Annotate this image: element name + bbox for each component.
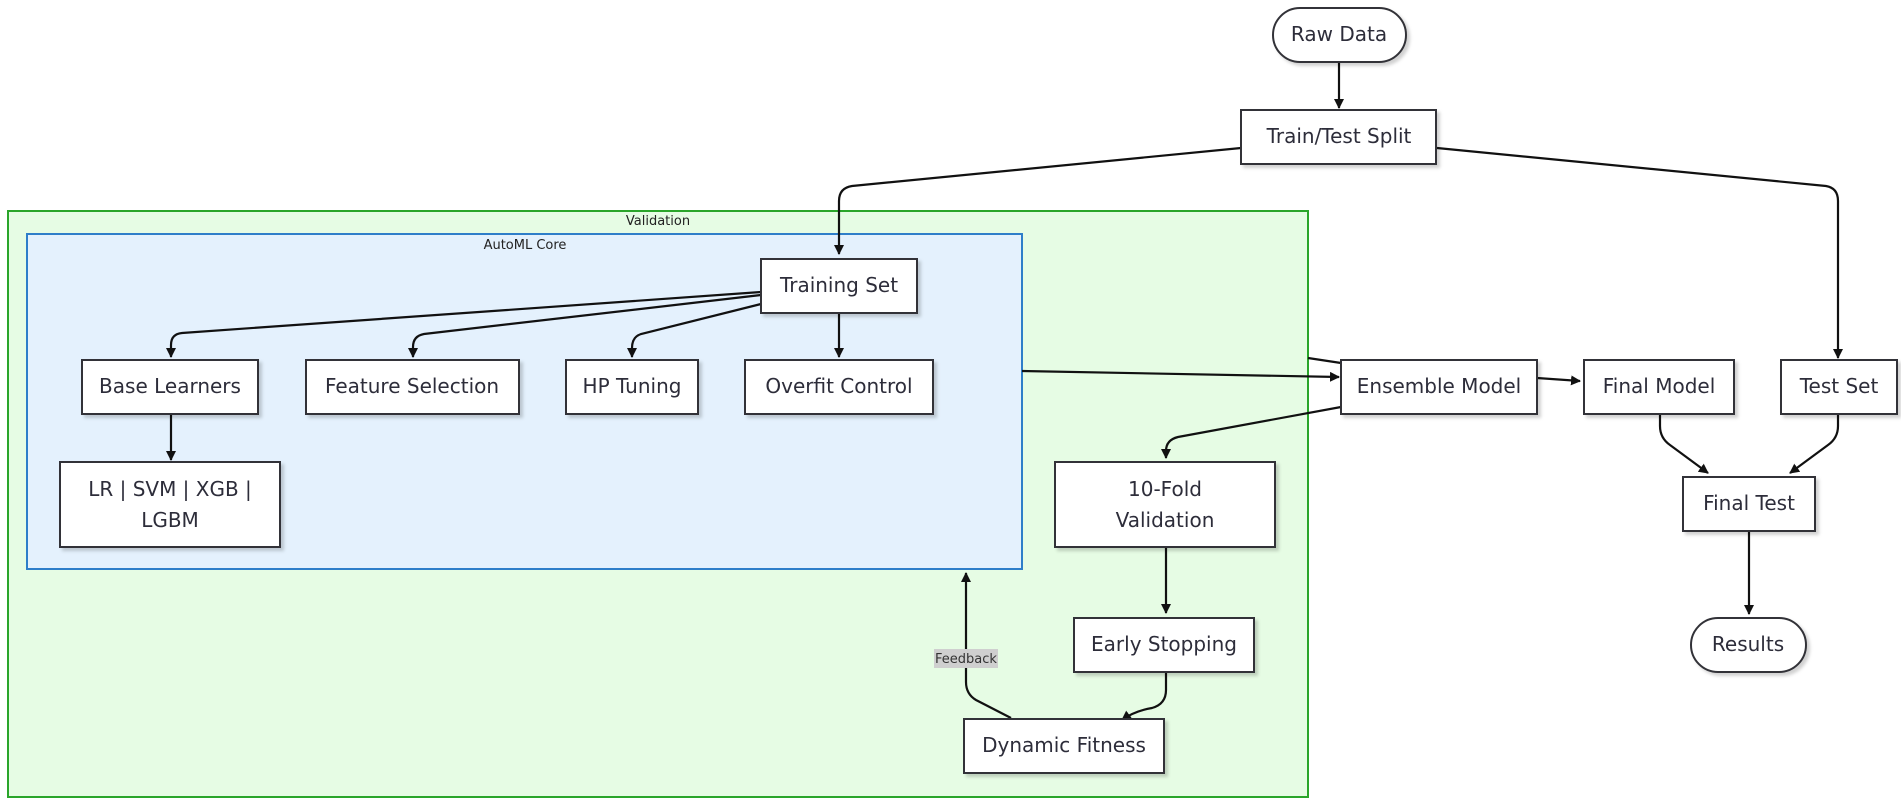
node-base-learners-label: Base Learners bbox=[99, 374, 241, 398]
edge-test-set-to-final-test bbox=[1789, 415, 1840, 474]
edge-training-to-base bbox=[166, 290, 762, 358]
node-ten-fold-label-line1: 10-Fold bbox=[1128, 477, 1202, 501]
node-final-model-label: Final Model bbox=[1603, 374, 1716, 398]
node-lr-svm-xgb-lgbm[interactable]: LR | SVM | XGB | LGBM bbox=[59, 461, 281, 548]
node-raw-data[interactable]: Raw Data bbox=[1272, 7, 1407, 63]
edge-split-to-test bbox=[1436, 146, 1843, 359]
edge-split-to-training bbox=[834, 146, 1242, 255]
node-raw-data-label: Raw Data bbox=[1291, 22, 1387, 46]
node-final-test-label: Final Test bbox=[1703, 491, 1795, 515]
node-ensemble-model-label: Ensemble Model bbox=[1357, 374, 1521, 398]
edge-early-to-dynamic bbox=[1121, 672, 1168, 721]
node-overfit-control-label: Overfit Control bbox=[765, 374, 912, 398]
node-dynamic-fitness[interactable]: Dynamic Fitness bbox=[963, 718, 1165, 774]
edge-automl-to-ensemble bbox=[1021, 369, 1340, 382]
node-hp-tuning-label: HP Tuning bbox=[583, 374, 682, 398]
node-ten-fold-validation[interactable]: 10-Fold Validation bbox=[1054, 461, 1276, 548]
node-ensemble-model[interactable]: Ensemble Model bbox=[1340, 359, 1538, 415]
node-dynamic-fitness-label: Dynamic Fitness bbox=[982, 733, 1146, 757]
node-feature-selection[interactable]: Feature Selection bbox=[305, 359, 520, 415]
edges bbox=[166, 62, 1843, 721]
node-final-model[interactable]: Final Model bbox=[1583, 359, 1735, 415]
feedback-edge-label: Feedback bbox=[934, 649, 998, 668]
edge-dynamic-to-automl-feedback bbox=[961, 572, 1012, 719]
edge-validation-to-ensemble bbox=[1307, 356, 1342, 365]
node-training-set-label: Training Set bbox=[779, 273, 898, 297]
validation-cluster-title: Validation bbox=[626, 214, 690, 229]
edge-training-to-hp bbox=[627, 302, 762, 358]
node-results[interactable]: Results bbox=[1690, 617, 1807, 673]
node-results-label: Results bbox=[1712, 632, 1784, 656]
node-train-test-split-label: Train/Test Split bbox=[1266, 124, 1412, 148]
edge-ensemble-to-final-model bbox=[1536, 375, 1581, 386]
node-test-set-label: Test Set bbox=[1799, 374, 1879, 398]
node-early-stopping-label: Early Stopping bbox=[1091, 632, 1237, 656]
node-early-stopping[interactable]: Early Stopping bbox=[1073, 617, 1255, 673]
edge-training-to-feature bbox=[408, 293, 762, 358]
node-lr-svm-label-line1: LR | SVM | XGB | bbox=[88, 477, 252, 501]
node-overfit-control[interactable]: Overfit Control bbox=[744, 359, 934, 415]
node-training-set[interactable]: Training Set bbox=[760, 258, 918, 314]
node-hp-tuning[interactable]: HP Tuning bbox=[565, 359, 699, 415]
node-feature-selection-label: Feature Selection bbox=[325, 374, 499, 398]
node-base-learners[interactable]: Base Learners bbox=[81, 359, 259, 415]
feedback-label: Feedback bbox=[935, 652, 997, 667]
node-test-set[interactable]: Test Set bbox=[1780, 359, 1898, 415]
node-lr-svm-label-line2: LGBM bbox=[141, 508, 199, 532]
automl-core-cluster-title: AutoML Core bbox=[484, 238, 567, 253]
node-ten-fold-label-line2: Validation bbox=[1116, 508, 1215, 532]
edge-ensemble-to-tenfold bbox=[1161, 405, 1342, 459]
node-train-test-split[interactable]: Train/Test Split bbox=[1240, 109, 1437, 165]
edge-final-model-to-final-test bbox=[1658, 415, 1709, 474]
node-final-test[interactable]: Final Test bbox=[1682, 476, 1816, 532]
